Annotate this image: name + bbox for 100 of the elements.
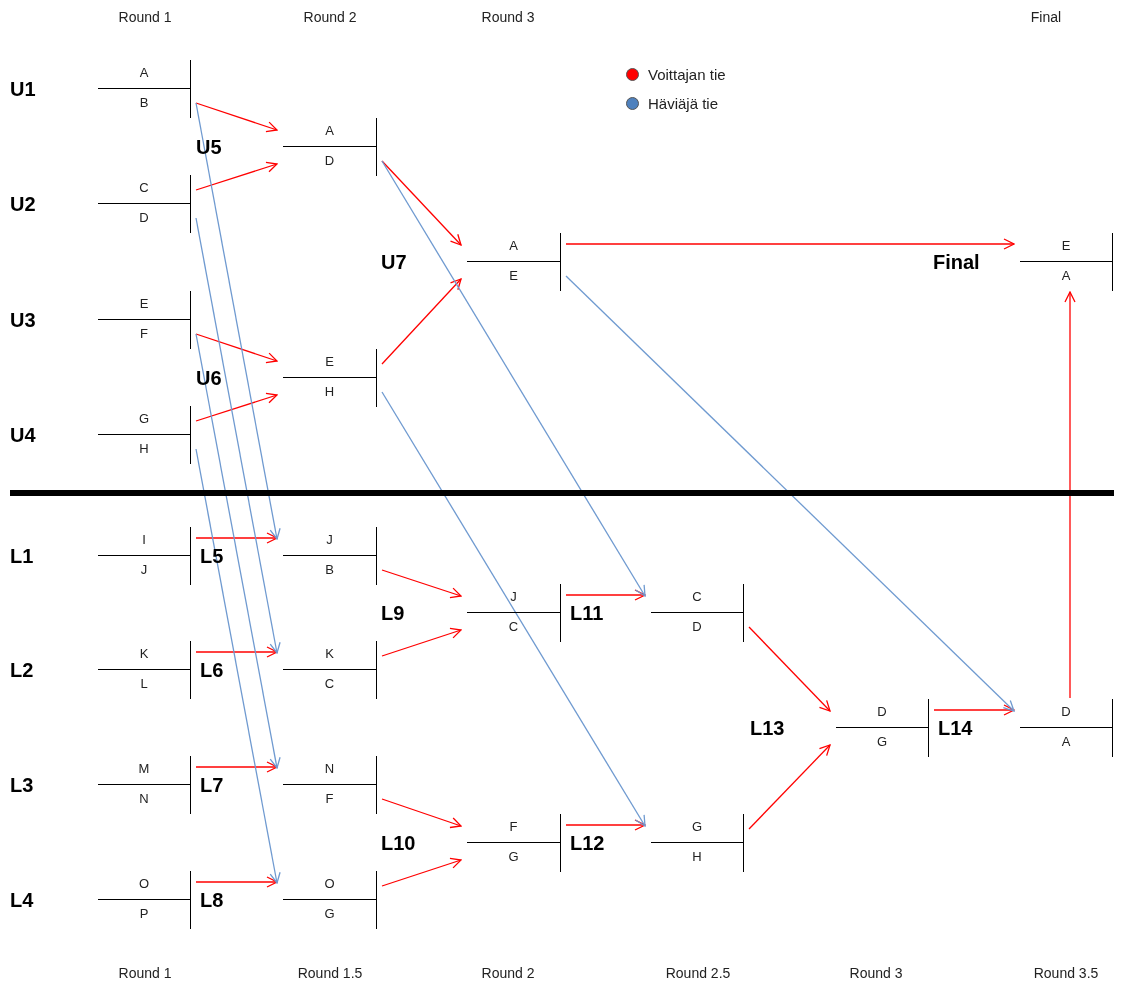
match-label: U1 <box>10 77 36 101</box>
arrow <box>195 102 278 133</box>
arrow <box>748 626 831 712</box>
arrow <box>195 392 278 422</box>
match-label: L14 <box>938 716 973 740</box>
arrow <box>381 160 646 597</box>
team-name: F <box>509 819 518 835</box>
team-name: E <box>1061 238 1071 254</box>
team-name: G <box>324 906 335 922</box>
arrow <box>195 333 281 769</box>
match-label: L2 <box>10 658 34 682</box>
round-heading: Round 2 <box>481 965 535 981</box>
match-label: L4 <box>10 888 34 912</box>
arrow <box>381 278 462 365</box>
arrow <box>195 161 278 191</box>
match-label: U5 <box>196 135 222 159</box>
team-name: M <box>138 761 150 777</box>
team-name: F <box>140 326 148 342</box>
match-label: L7 <box>200 773 224 797</box>
team-name: D <box>877 704 887 720</box>
team-name: P <box>139 906 149 922</box>
round-heading: Final <box>1030 9 1062 25</box>
match-label: U7 <box>381 250 407 274</box>
arrow <box>195 102 281 540</box>
match-label: L9 <box>381 601 405 625</box>
match-label: U6 <box>196 366 222 390</box>
arrow <box>381 391 646 827</box>
team-name: H <box>139 441 149 457</box>
arrow <box>195 333 278 364</box>
arrow <box>381 569 462 599</box>
match-label: U3 <box>10 308 36 332</box>
legend-label: Häviäjä tie <box>648 95 719 112</box>
team-name: J <box>510 589 517 605</box>
team-name: A <box>325 123 334 139</box>
team-name: B <box>325 562 334 578</box>
team-name: G <box>691 819 703 835</box>
team-name: D <box>139 210 149 226</box>
match-label: L8 <box>200 888 224 912</box>
team-name: E <box>325 354 334 370</box>
legend-label: Voittajan tie <box>648 66 726 83</box>
arrow <box>381 627 462 657</box>
arrow <box>195 876 278 888</box>
round-heading: Round 2 <box>303 9 357 25</box>
arrow <box>195 761 278 773</box>
arrow <box>565 238 1015 250</box>
team-name: J <box>326 532 333 548</box>
match-label: L1 <box>10 544 34 568</box>
team-name: C <box>324 676 335 692</box>
arrow <box>195 646 278 658</box>
arrow <box>195 448 281 884</box>
team-name: A <box>509 238 518 254</box>
team-name: I <box>142 532 146 548</box>
team-name: A <box>139 65 149 81</box>
team-name: G <box>876 734 888 750</box>
round-heading: Round 2.5 <box>665 965 731 981</box>
round-heading: Round 3 <box>849 965 903 981</box>
match-label: L11 <box>570 601 604 625</box>
team-name: K <box>139 646 149 662</box>
team-name: N <box>324 761 335 777</box>
team-name: N <box>139 791 149 807</box>
round-heading: Round 3.5 <box>1033 965 1099 981</box>
match-label: L3 <box>10 773 34 797</box>
match-label: U2 <box>10 192 36 216</box>
team-name: B <box>139 95 149 111</box>
team-name: O <box>138 876 150 892</box>
arrow <box>195 532 278 544</box>
round-heading: Round 1 <box>118 9 172 25</box>
team-name: O <box>324 876 335 892</box>
arrow <box>565 275 1015 712</box>
team-name: C <box>692 589 702 605</box>
arrow <box>381 798 462 829</box>
match-label: Final <box>933 250 980 274</box>
match-label: L12 <box>570 831 605 855</box>
team-name: C <box>508 619 519 635</box>
team-name: K <box>325 646 334 662</box>
arrow <box>381 160 462 246</box>
team-name: G <box>508 849 519 865</box>
match-label: U4 <box>10 423 36 447</box>
arrow <box>1064 291 1076 699</box>
team-name: E <box>509 268 518 284</box>
team-name: D <box>1061 704 1071 720</box>
team-name: C <box>139 180 149 196</box>
team-name: G <box>138 411 150 427</box>
arrow <box>195 217 281 654</box>
team-name: A <box>1061 268 1071 284</box>
team-name: J <box>140 562 148 578</box>
round-heading: Round 1 <box>118 965 172 981</box>
arrow <box>381 857 462 887</box>
match-label: L10 <box>381 831 416 855</box>
team-name: H <box>324 384 335 400</box>
match-label: L13 <box>750 716 785 740</box>
match-label: L5 <box>200 544 224 568</box>
team-name: A <box>1061 734 1071 750</box>
team-name: L <box>140 676 148 692</box>
match-label: L6 <box>200 658 224 682</box>
team-name: D <box>324 153 335 169</box>
team-name: F <box>325 791 334 807</box>
round-heading: Round 3 <box>481 9 535 25</box>
arrow <box>748 744 831 830</box>
round-heading: Round 1.5 <box>297 965 363 981</box>
